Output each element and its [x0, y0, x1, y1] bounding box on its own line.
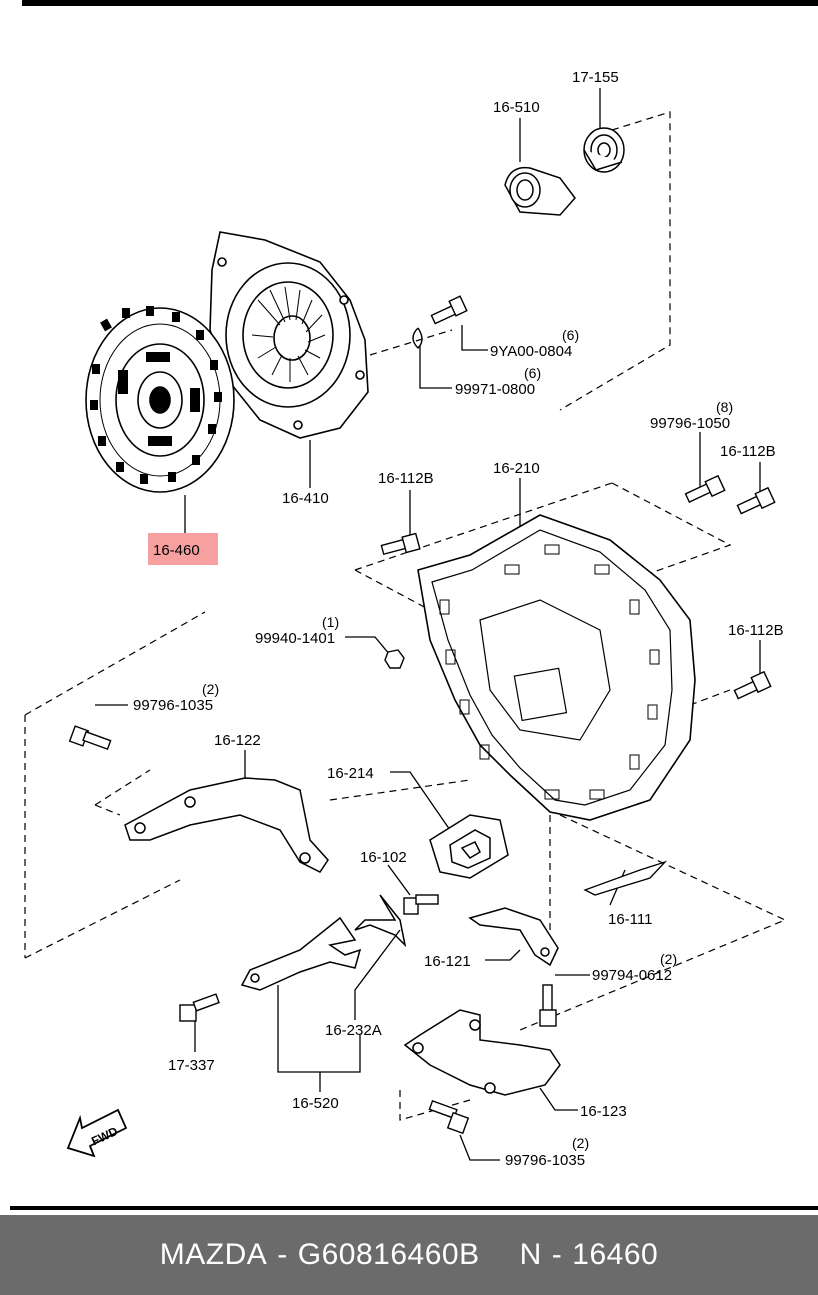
clutch-cover-16-410 [209, 231, 369, 439]
label-16-410: 16-410 [282, 490, 329, 507]
label-17-337: 17-337 [168, 1057, 215, 1074]
qty-99971-0800: (6) [524, 365, 541, 381]
ref-number: 16460 [572, 1238, 659, 1271]
bolt-16-112b-lower [733, 670, 772, 700]
ref-separator: - [551, 1238, 563, 1271]
bolt-99796-1035-a [68, 725, 112, 751]
label-16-214: 16-214 [327, 765, 374, 782]
label-99796-1035-a: 99796-1035 [133, 697, 213, 714]
label-16-232a: 16-232A [325, 1022, 382, 1039]
label-16-123: 16-123 [580, 1103, 627, 1120]
bolt-99794-0612 [539, 984, 557, 1027]
label-16-122: 16-122 [214, 732, 261, 749]
leader-lines [95, 88, 761, 1161]
clutch-housing-16-210 [417, 514, 696, 821]
shim-16-111 [583, 860, 668, 896]
lever-16-121 [468, 907, 559, 967]
assembly-lines [24, 111, 787, 1121]
bolts [68, 295, 776, 1135]
boot-16-214 [429, 814, 509, 879]
label-99940-1401: 99940-1401 [255, 630, 335, 647]
label-16-102: 16-102 [360, 849, 407, 866]
bolt-16-112b-left [380, 532, 421, 556]
qty-99796-1035-b: (2) [572, 1135, 589, 1151]
label-16-111: 16-111 [608, 911, 652, 928]
label-99796-1035-b: 99796-1035 [505, 1152, 585, 1169]
bracket-16-123 [403, 1009, 561, 1096]
qty-99794-0612: (2) [660, 951, 677, 967]
label-16-112b-right: 16-112B [720, 443, 776, 460]
label-9ya00-0804: 9YA00-0804 [490, 343, 572, 360]
label-16-510: 16-510 [493, 99, 540, 116]
callout-labels: 17-155 16-510 (6) 9YA00-0804 (6) 99971-0… [133, 69, 784, 1169]
bolt-16-102 [403, 894, 439, 915]
washer-99971-0800 [412, 327, 423, 349]
bolt-16-112b-right [736, 486, 776, 515]
highlight-16-460 [148, 533, 218, 565]
release-bearing-16-510 [504, 166, 576, 216]
ref-prefix: N [519, 1238, 542, 1271]
bolt-17-337 [179, 993, 220, 1022]
label-16-112b-left: 16-112B [378, 470, 434, 487]
fwd-arrow [66, 1108, 128, 1158]
bolt-99796-1050-a [684, 474, 726, 503]
label-99971-0800: 99971-0800 [455, 381, 535, 398]
label-17-155: 17-155 [572, 69, 619, 86]
label-99794-0612: 99794-0612 [592, 967, 672, 984]
clutch-exploded-diagram: FWD 17-155 16-510 (6) 9YA00-0804 (6) 999… [10, 0, 818, 1210]
top-border [22, 0, 818, 6]
part-info-footer: MAZDA - G60816460B N - 16460 [0, 1215, 818, 1295]
label-16-210: 16-210 [493, 460, 540, 477]
label-16-112b-lower: 16-112B [728, 622, 784, 639]
release-fork-16-520 [240, 894, 407, 991]
footer-separator: - [277, 1238, 288, 1271]
clutch-disc-16-460 [85, 306, 235, 493]
label-16-121: 16-121 [424, 953, 471, 970]
qty-99940-1401: (1) [322, 614, 339, 630]
qty-9ya00-0804: (6) [562, 327, 579, 343]
qty-99796-1050: (8) [716, 399, 733, 415]
bolt-99796-1035-b [428, 1099, 470, 1135]
label-99796-1050: 99796-1050 [650, 415, 730, 432]
label-16-460: 16-460 [153, 542, 200, 559]
part-number: G60816460B [297, 1238, 480, 1271]
qty-99796-1035-a: (2) [202, 681, 219, 697]
bottom-border [10, 1206, 818, 1210]
bolt-9ya00-0804 [430, 295, 468, 325]
bracket-16-122 [124, 777, 329, 873]
label-16-520: 16-520 [292, 1095, 339, 1112]
pilot-bearing-17-155 [583, 127, 625, 173]
nut-99940-1401 [384, 649, 405, 669]
brand-name: MAZDA [159, 1238, 268, 1271]
